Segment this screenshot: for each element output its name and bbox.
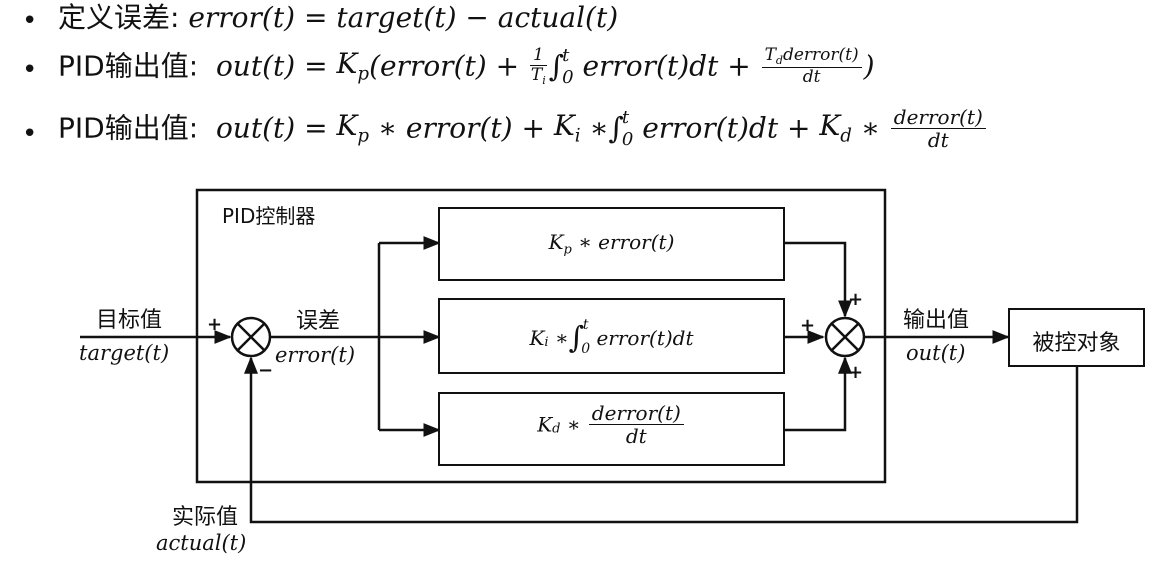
input-label: 目标值	[96, 308, 163, 333]
feedback-math-label: actual(t)	[156, 531, 247, 555]
sum1-minus-sign: −	[258, 360, 274, 381]
p-output-line	[784, 241, 852, 318]
sum1-plus-sign: +	[207, 314, 223, 335]
feedback-line	[244, 356, 1079, 524]
feedback-label: 实际值	[172, 505, 239, 530]
integral-sign: ∫	[548, 48, 565, 83]
plant-label: 被控对象	[1032, 331, 1121, 356]
bullet-1: •	[22, 6, 38, 36]
d-output-line	[784, 356, 852, 432]
sum2-left-plus-sign: +	[800, 315, 816, 336]
sum2-top-plus-sign: +	[848, 289, 864, 310]
controller-title: PID控制器	[222, 204, 316, 228]
output-math-label: out(t)	[906, 341, 966, 365]
error-math-label: error(t)	[275, 343, 356, 367]
equation-error-definition: 定义误差: error(t) = target(t) − actual(t)	[58, 1, 619, 34]
fraction-one-over-ti: 1 Ti	[529, 45, 547, 87]
derivative-block: Kd ∗ derror(t) dt	[438, 392, 785, 466]
fraction-td-derror: Tdderror(t) dt	[761, 46, 862, 87]
input-math-label: target(t)	[79, 341, 170, 365]
integral-sign: ∫	[608, 110, 624, 145]
sum2-bottom-plus-sign: +	[848, 362, 864, 383]
proportional-block: Kp ∗ error(t)	[438, 207, 785, 281]
summing-junction-error	[230, 316, 272, 358]
fraction-derror-dt: derror(t) dt	[890, 106, 986, 151]
bullet-2: •	[22, 55, 38, 85]
plant-block: 被控对象	[1008, 308, 1145, 367]
summing-junction-output	[824, 316, 866, 358]
bullet-3: •	[22, 119, 38, 149]
output-label: 输出值	[903, 308, 970, 333]
integral-sign: ∫	[568, 320, 585, 356]
equation-1-label: 定义误差:	[58, 1, 180, 34]
error-label: 误差	[296, 309, 341, 334]
